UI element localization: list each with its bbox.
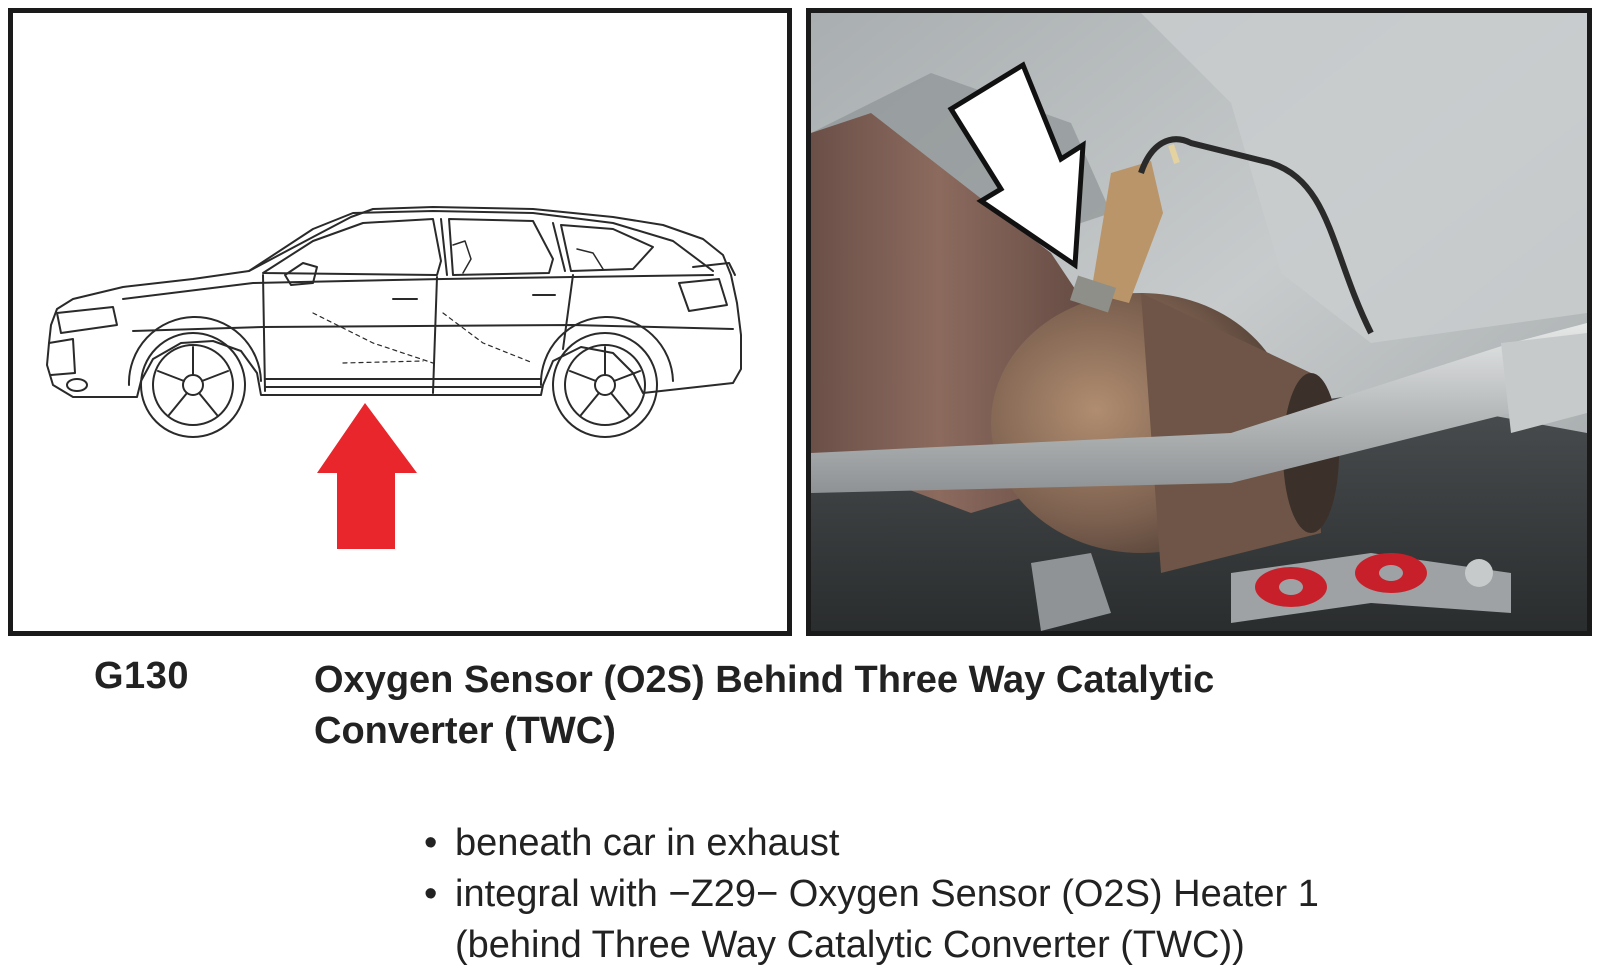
location-diagram-panel <box>8 8 792 636</box>
bullet-icon: • <box>424 822 438 864</box>
white-down-arrow-icon <box>947 61 1086 270</box>
car-side-view-icon <box>46 206 742 438</box>
component-code: G130 <box>94 655 189 697</box>
note-text: beneath car in exhaust <box>455 822 840 864</box>
bullet-icon: • <box>424 873 438 915</box>
red-up-arrow-icon <box>317 403 417 549</box>
note-item: • beneath car in exhaust <box>424 818 1435 869</box>
sensor-photo-panel <box>806 8 1592 636</box>
note-item: • integral with −Z29− Oxygen Sensor (O2S… <box>424 869 1435 971</box>
notes-list: • beneath car in exhaust • integral with… <box>424 818 1435 971</box>
note-text: integral with −Z29− Oxygen Sensor (O2S) … <box>455 873 1319 966</box>
component-title: Oxygen Sensor (O2S) Behind Three Way Cat… <box>314 659 1215 752</box>
underbody-photo <box>811 13 1587 631</box>
